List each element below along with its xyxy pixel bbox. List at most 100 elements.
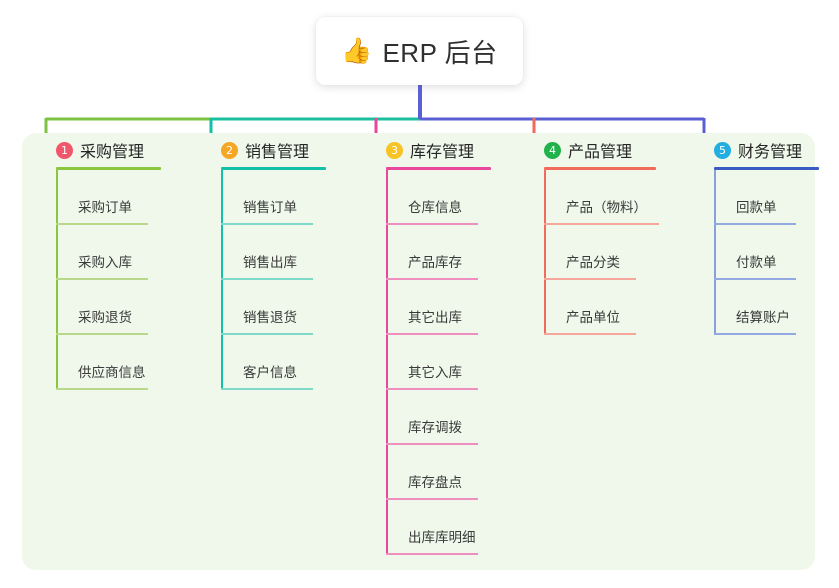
leaf-item[interactable]: 销售退货 — [221, 280, 355, 335]
leaf-item[interactable]: 付款单 — [714, 225, 828, 280]
leaf-label: 其它入库 — [408, 365, 462, 380]
leaf-item[interactable]: 产品单位 — [544, 280, 688, 335]
column-财务管理: 5 财务管理回款单付款单结算账户 — [698, 133, 828, 335]
leaf-item[interactable]: 销售出库 — [221, 225, 355, 280]
leaf-stack: 仓库信息产品库存其它出库其它入库库存调拨库存盘点出库库明细 — [386, 170, 520, 555]
leaf-label: 付款单 — [736, 255, 777, 270]
column-badge-3: 3 — [386, 141, 403, 159]
leaf-label: 结算账户 — [736, 310, 790, 325]
leaf-spine — [386, 170, 388, 555]
leaf-item[interactable]: 其它出库 — [386, 280, 520, 335]
leaf-item[interactable]: 销售订单 — [221, 170, 355, 225]
leaf-item[interactable]: 采购订单 — [56, 170, 190, 225]
leaf-item[interactable]: 回款单 — [714, 170, 828, 225]
leaf-stack: 回款单付款单结算账户 — [714, 170, 828, 335]
leaf-label: 采购退货 — [78, 310, 132, 325]
leaf-rule — [386, 278, 478, 280]
leaf-label: 产品分类 — [566, 255, 620, 270]
leaf-spine — [544, 170, 546, 335]
column-rule — [386, 167, 491, 170]
leaf-label: 出库库明细 — [408, 530, 476, 545]
leaf-rule — [544, 333, 636, 335]
thumbs-up-icon: 👍 — [341, 36, 373, 65]
root-title: ERP 后台 — [382, 37, 498, 68]
leaf-rule — [221, 388, 313, 390]
leaf-item[interactable]: 采购入库 — [56, 225, 190, 280]
leaf-stack: 产品（物料） 产品分类产品单位 — [544, 170, 688, 335]
leaf-label: 产品单位 — [566, 310, 620, 325]
leaf-item[interactable]: 供应商信息 — [56, 335, 190, 390]
column-销售管理: 2 销售管理销售订单销售出库销售退货客户信息 — [205, 133, 355, 390]
leaf-rule — [56, 388, 148, 390]
leaf-rule — [544, 223, 659, 225]
leaf-item[interactable]: 产品库存 — [386, 225, 520, 280]
leaf-stack: 采购订单采购入库采购退货供应商信息 — [56, 170, 190, 390]
leaf-label: 销售出库 — [243, 255, 297, 270]
leaf-item[interactable]: 库存盘点 — [386, 445, 520, 500]
leaf-rule — [386, 388, 478, 390]
column-header-3[interactable]: 3 库存管理 — [370, 133, 520, 167]
leaf-item[interactable]: 产品（物料） — [544, 170, 688, 225]
column-badge-1: 1 — [56, 141, 73, 159]
leaf-label: 回款单 — [736, 200, 777, 215]
leaf-label: 其它出库 — [408, 310, 462, 325]
column-rule — [56, 167, 161, 170]
leaf-rule — [386, 333, 478, 335]
column-header-1[interactable]: 1 采购管理 — [40, 133, 190, 167]
leaf-label: 采购订单 — [78, 200, 132, 215]
content-panel — [22, 133, 815, 570]
column-库存管理: 3 库存管理仓库信息产品库存其它出库其它入库库存调拨库存盘点出库库明细 — [370, 133, 520, 555]
column-title: 库存管理 — [410, 144, 475, 161]
column-badge-2: 2 — [221, 141, 238, 159]
leaf-item[interactable]: 采购退货 — [56, 280, 190, 335]
column-rule — [714, 167, 819, 170]
leaf-spine — [714, 170, 716, 335]
column-采购管理: 1 采购管理采购订单采购入库采购退货供应商信息 — [40, 133, 190, 390]
leaf-rule — [714, 278, 796, 280]
column-rule — [544, 167, 656, 170]
leaf-label: 客户信息 — [243, 365, 297, 380]
column-header-2[interactable]: 2 销售管理 — [205, 133, 355, 167]
leaf-rule — [56, 278, 148, 280]
column-badge-4: 4 — [544, 141, 561, 159]
leaf-rule — [714, 223, 796, 225]
leaf-item[interactable]: 仓库信息 — [386, 170, 520, 225]
leaf-label: 库存盘点 — [408, 475, 462, 490]
leaf-label: 仓库信息 — [408, 200, 462, 215]
leaf-item[interactable]: 出库库明细 — [386, 500, 520, 555]
leaf-label: 采购入库 — [78, 255, 132, 270]
leaf-rule — [386, 498, 478, 500]
leaf-item[interactable]: 产品分类 — [544, 225, 688, 280]
column-产品管理: 4 产品管理产品（物料） 产品分类产品单位 — [528, 133, 688, 335]
leaf-rule — [221, 333, 313, 335]
leaf-rule — [544, 278, 636, 280]
leaf-rule — [386, 223, 478, 225]
leaf-rule — [56, 223, 148, 225]
leaf-item[interactable]: 结算账户 — [714, 280, 828, 335]
leaf-rule — [386, 553, 478, 555]
column-title: 产品管理 — [568, 144, 633, 161]
leaf-item[interactable]: 其它入库 — [386, 335, 520, 390]
leaf-spine — [221, 170, 223, 390]
column-badge-5: 5 — [714, 141, 731, 159]
root-node[interactable]: 👍 ERP 后台 — [316, 17, 523, 85]
leaf-item[interactable]: 客户信息 — [221, 335, 355, 390]
column-title: 销售管理 — [245, 144, 310, 161]
leaf-spine — [56, 170, 58, 390]
column-title: 财务管理 — [738, 144, 803, 161]
column-header-4[interactable]: 4 产品管理 — [528, 133, 688, 167]
leaf-rule — [386, 443, 478, 445]
leaf-rule — [221, 223, 313, 225]
leaf-label: 销售订单 — [243, 200, 297, 215]
leaf-label: 库存调拨 — [408, 420, 462, 435]
leaf-stack: 销售订单销售出库销售退货客户信息 — [221, 170, 355, 390]
leaf-rule — [714, 333, 796, 335]
leaf-rule — [221, 278, 313, 280]
leaf-label: 销售退货 — [243, 310, 297, 325]
leaf-rule — [56, 333, 148, 335]
leaf-label: 产品（物料） — [566, 200, 647, 215]
column-header-5[interactable]: 5 财务管理 — [698, 133, 828, 167]
leaf-item[interactable]: 库存调拨 — [386, 390, 520, 445]
leaf-label: 产品库存 — [408, 255, 462, 270]
column-title: 采购管理 — [80, 144, 145, 161]
